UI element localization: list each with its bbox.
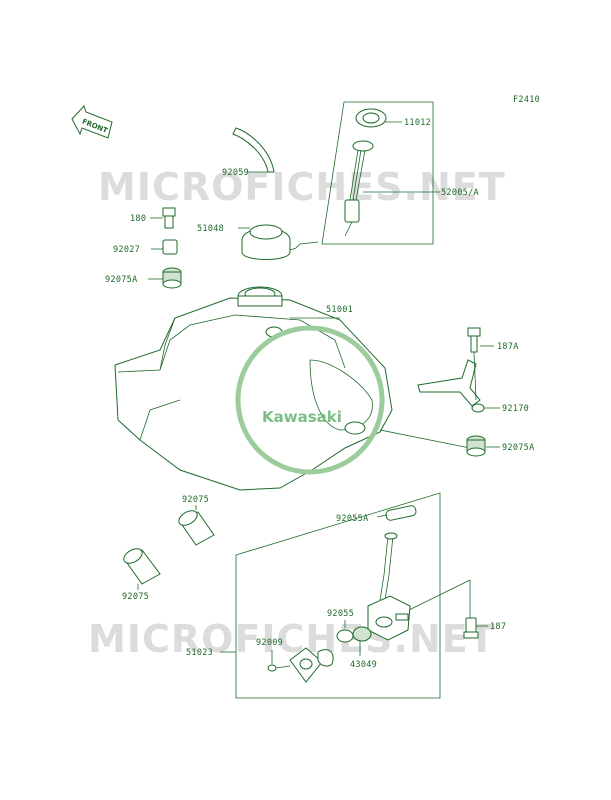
grommet-92075a-left bbox=[148, 267, 182, 289]
bolt-187 bbox=[463, 580, 488, 639]
fuel-tank bbox=[114, 286, 471, 491]
breather-hose bbox=[232, 127, 275, 173]
bolt-187a bbox=[467, 327, 494, 353]
spacer-92075-bottom bbox=[123, 548, 161, 590]
front-arrow-icon: FRONT bbox=[71, 105, 113, 139]
plate-and-screws bbox=[267, 647, 334, 683]
part-label-187: 187 bbox=[490, 622, 506, 632]
part-label-92055a: 92055A bbox=[336, 514, 369, 524]
part-label-51048: 51048 bbox=[197, 224, 224, 234]
lever-43049 bbox=[352, 626, 372, 656]
part-label-11012: 11012 bbox=[404, 118, 431, 128]
part-label-187a: 187A bbox=[497, 342, 519, 352]
part-label-92075a-left: 92075A bbox=[105, 275, 138, 285]
part-label-43049: 43049 bbox=[350, 660, 377, 670]
watermark-top: MICROFICHES.NET bbox=[98, 165, 506, 209]
part-label-180: 180 bbox=[130, 214, 146, 224]
figure-code: F2410 bbox=[513, 95, 540, 105]
part-label-52005a: 52005/A bbox=[441, 188, 479, 198]
part-label-92055: 92055 bbox=[327, 609, 354, 619]
part-label-92075-bottom: 92075 bbox=[122, 592, 149, 602]
spacer-92075-top bbox=[178, 505, 215, 546]
watermark-bottom: MICROFICHES.NET bbox=[88, 617, 496, 661]
kawasaki-logo: Kawasaki bbox=[235, 325, 385, 475]
fuel-gauge-box bbox=[321, 101, 440, 245]
fuel-cap bbox=[238, 224, 319, 260]
part-label-51001: 51001 bbox=[326, 305, 353, 315]
fuel-cock-box bbox=[220, 492, 471, 699]
fuel-cock bbox=[367, 532, 411, 641]
logo-text: Kawasaki bbox=[262, 408, 342, 426]
part-label-51023: 51023 bbox=[186, 648, 213, 658]
bolt-180 bbox=[150, 207, 176, 229]
part-label-92059: 92059 bbox=[222, 168, 249, 178]
part-label-92075-top: 92075 bbox=[182, 495, 209, 505]
part-label-92027: 92027 bbox=[113, 245, 140, 255]
grommet-92075a-right bbox=[466, 435, 500, 457]
part-label-92170: 92170 bbox=[502, 404, 529, 414]
gasket-92055a bbox=[376, 505, 417, 521]
part-label-92075a-right: 92075A bbox=[502, 443, 535, 453]
part-label-92009: 92009 bbox=[256, 638, 283, 648]
bracket-92170 bbox=[417, 351, 500, 413]
collar-92027 bbox=[151, 239, 178, 255]
